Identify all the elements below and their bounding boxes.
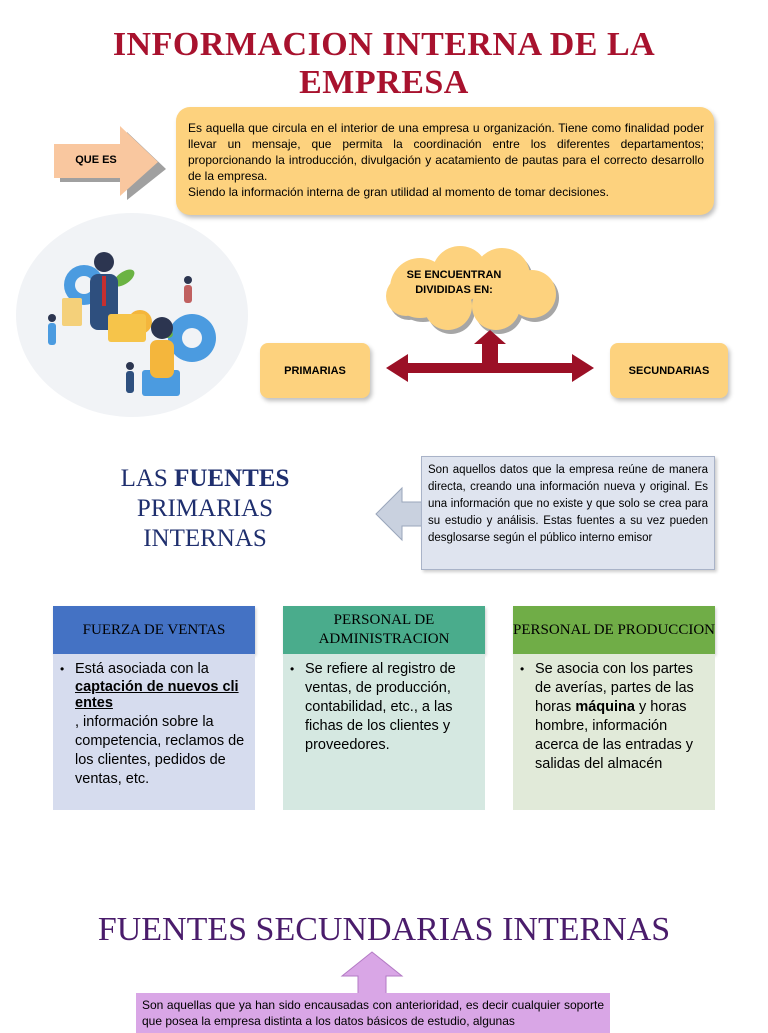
fuentes-secundarias-title: FUENTES SECUNDARIAS INTERNAS bbox=[97, 911, 671, 948]
card-3-text-pre: Se asocia con los partes de averías, par… bbox=[535, 661, 694, 715]
que-es-arrow bbox=[54, 126, 166, 200]
fuentes-primarias-title: LAS FUENTES PRIMARIAS INTERNAS bbox=[80, 464, 330, 554]
business-team-illustration bbox=[16, 213, 248, 417]
que-es-description: Es aquella que circula en el interior de… bbox=[176, 107, 714, 215]
card-fuerza-de-ventas-header: FUERZA DE VENTAS bbox=[53, 606, 255, 654]
primarias-box: PRIMARIAS bbox=[260, 343, 370, 398]
left-arrow bbox=[375, 486, 425, 542]
que-es-text-1: Es aquella que circula en el interior de… bbox=[188, 121, 704, 183]
card-personal-produccion-body: • Se asocia con los partes de averías, p… bbox=[513, 654, 715, 810]
que-es-text-2: Siendo la información interna de gran ut… bbox=[188, 185, 609, 199]
card-personal-administracion-body: • Se refiere al registro de ventas, de p… bbox=[283, 654, 485, 810]
card-1-text-pre: Está asociada con la bbox=[75, 661, 209, 677]
secundarias-label: SECUNDARIAS bbox=[628, 364, 710, 377]
bullet-icon: • bbox=[520, 662, 525, 676]
card-fuerza-de-ventas-body: • Está asociada con la captación de nuev… bbox=[53, 654, 255, 810]
up-arrow bbox=[340, 951, 404, 996]
card-personal-produccion: PERSONAL DE PRODUCCION • Se asocia con l… bbox=[513, 606, 715, 810]
card-2-text: Se refiere al registro de ventas, de pro… bbox=[305, 661, 456, 753]
page-title-line1: INFORMACION INTERNA DE LA bbox=[112, 26, 656, 63]
page-title: INFORMACION INTERNA DE LA EMPRESA bbox=[0, 26, 768, 102]
cloud-text: SE ENCUENTRAN DIVIDIDAS EN: bbox=[406, 269, 502, 296]
card-3-text-bold: máquina bbox=[575, 699, 635, 715]
card-1-underlined-text: captación de nuevos cli entes bbox=[75, 679, 239, 711]
card-1-text-post: , información sobre la competencia, recl… bbox=[75, 714, 245, 787]
cloud-shape bbox=[386, 246, 559, 334]
que-es-label: QUE ES bbox=[75, 154, 117, 166]
fuentes-primarias-title-line1: LAS FUENTES bbox=[80, 464, 330, 494]
fuentes-primarias-title-line3: INTERNAS bbox=[143, 525, 267, 552]
split-arrow bbox=[386, 330, 594, 382]
fuentes-primarias-description: Son aquellos datos que la empresa reúne … bbox=[421, 456, 715, 570]
bullet-icon: • bbox=[290, 662, 295, 676]
bullet-icon: • bbox=[60, 662, 65, 676]
fuentes-primarias-title-line2: PRIMARIAS bbox=[136, 495, 274, 522]
card-3-text-post: horas hombre, información acerca de las … bbox=[535, 699, 693, 772]
secundarias-box: SECUNDARIAS bbox=[610, 343, 728, 398]
fuentes-primarias-title-pre: LAS bbox=[120, 465, 175, 492]
card-fuerza-de-ventas: FUERZA DE VENTAS • Está asociada con la … bbox=[53, 606, 255, 810]
page-title-line2: EMPRESA bbox=[299, 64, 469, 101]
card-3-text-mid: y bbox=[638, 699, 647, 715]
card-personal-administracion: PERSONAL DE ADMINISTRACION • Se refiere … bbox=[283, 606, 485, 810]
primarias-label: PRIMARIAS bbox=[284, 364, 346, 377]
card-personal-produccion-header: PERSONAL DE PRODUCCION bbox=[513, 606, 715, 654]
card-personal-administracion-header: PERSONAL DE ADMINISTRACION bbox=[283, 606, 485, 654]
fuentes-secundarias-description: Son aquellas que ya han sido encausadas … bbox=[136, 993, 610, 1033]
fuentes-primarias-title-bold: FUENTES bbox=[174, 465, 290, 492]
